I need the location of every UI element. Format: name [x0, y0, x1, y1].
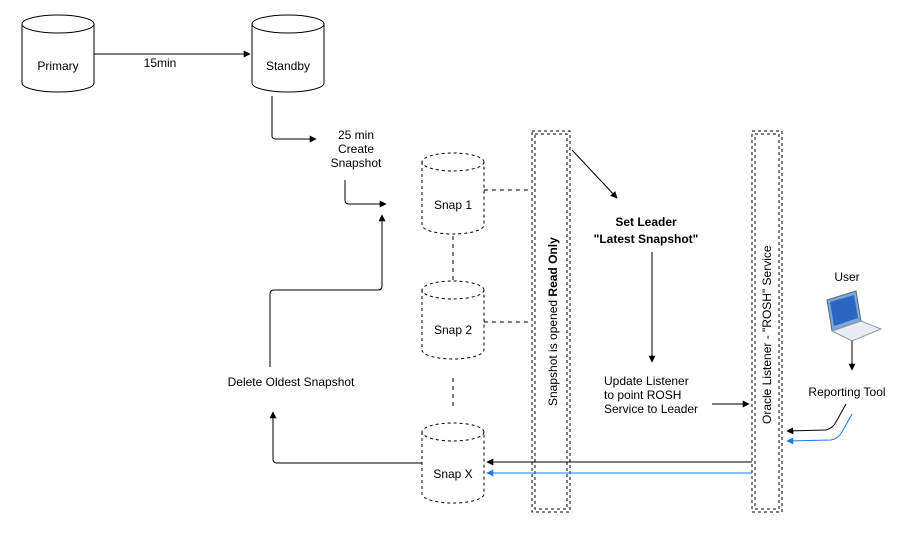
read-only-label: Snapshot is opened Read Only: [546, 237, 560, 406]
snap-2-label: Snap 2: [434, 323, 472, 337]
tool-to-listener-blue-arrow: [786, 413, 853, 445]
snap-2-database[interactable]: Snap 2: [421, 280, 485, 360]
create-snapshot-label-2: Create: [338, 142, 374, 156]
recycle-arrow: [269, 214, 386, 367]
read-only-prefix: Snapshot is opened: [546, 297, 560, 406]
create-snapshot-label-3: Snapshot: [331, 156, 382, 170]
lane-to-set-leader-arrow: [571, 149, 618, 199]
snap-1-label: Snap 1: [434, 198, 472, 212]
standby-to-snapshot-arrow: [271, 96, 317, 143]
update-listener-label-3: Service to Leader: [604, 402, 698, 416]
update-listener-label-1: Update Listener: [604, 374, 689, 388]
delete-oldest-label: Delete Oldest Snapshot: [228, 375, 355, 389]
snap-x-database[interactable]: Snap X: [421, 422, 485, 504]
read-only-bold: Read Only: [546, 237, 560, 297]
laptop-icon[interactable]: [826, 290, 883, 342]
standby-database[interactable]: Standby: [251, 14, 325, 93]
listener-lane: Oracle Listener - "ROSH" Service: [751, 130, 783, 513]
snapshot-to-snap1-arrow: [344, 180, 387, 208]
read-only-lane: Snapshot is opened Read Only: [531, 130, 571, 513]
create-snapshot-label-1: 25 min: [338, 128, 374, 142]
delete-oldest-arrow: [269, 411, 422, 464]
listener-label: Oracle Listener - "ROSH" Service: [760, 245, 774, 424]
replication-label: 15min: [144, 56, 177, 70]
snap-1-database[interactable]: Snap 1: [421, 152, 485, 235]
set-leader-label-2: "Latest Snapshot": [594, 232, 699, 246]
primary-label: Primary: [37, 59, 78, 73]
update-listener-label-2: to point ROSH: [604, 388, 681, 402]
user-label: User: [834, 270, 859, 284]
primary-database[interactable]: Primary: [21, 14, 95, 93]
set-leader-label-1: Set Leader: [615, 215, 677, 229]
tool-to-listener-arrow: [786, 403, 847, 435]
reporting-tool-label: Reporting Tool: [808, 385, 885, 399]
standby-label: Standby: [266, 59, 310, 73]
snap-x-label: Snap X: [433, 467, 472, 481]
